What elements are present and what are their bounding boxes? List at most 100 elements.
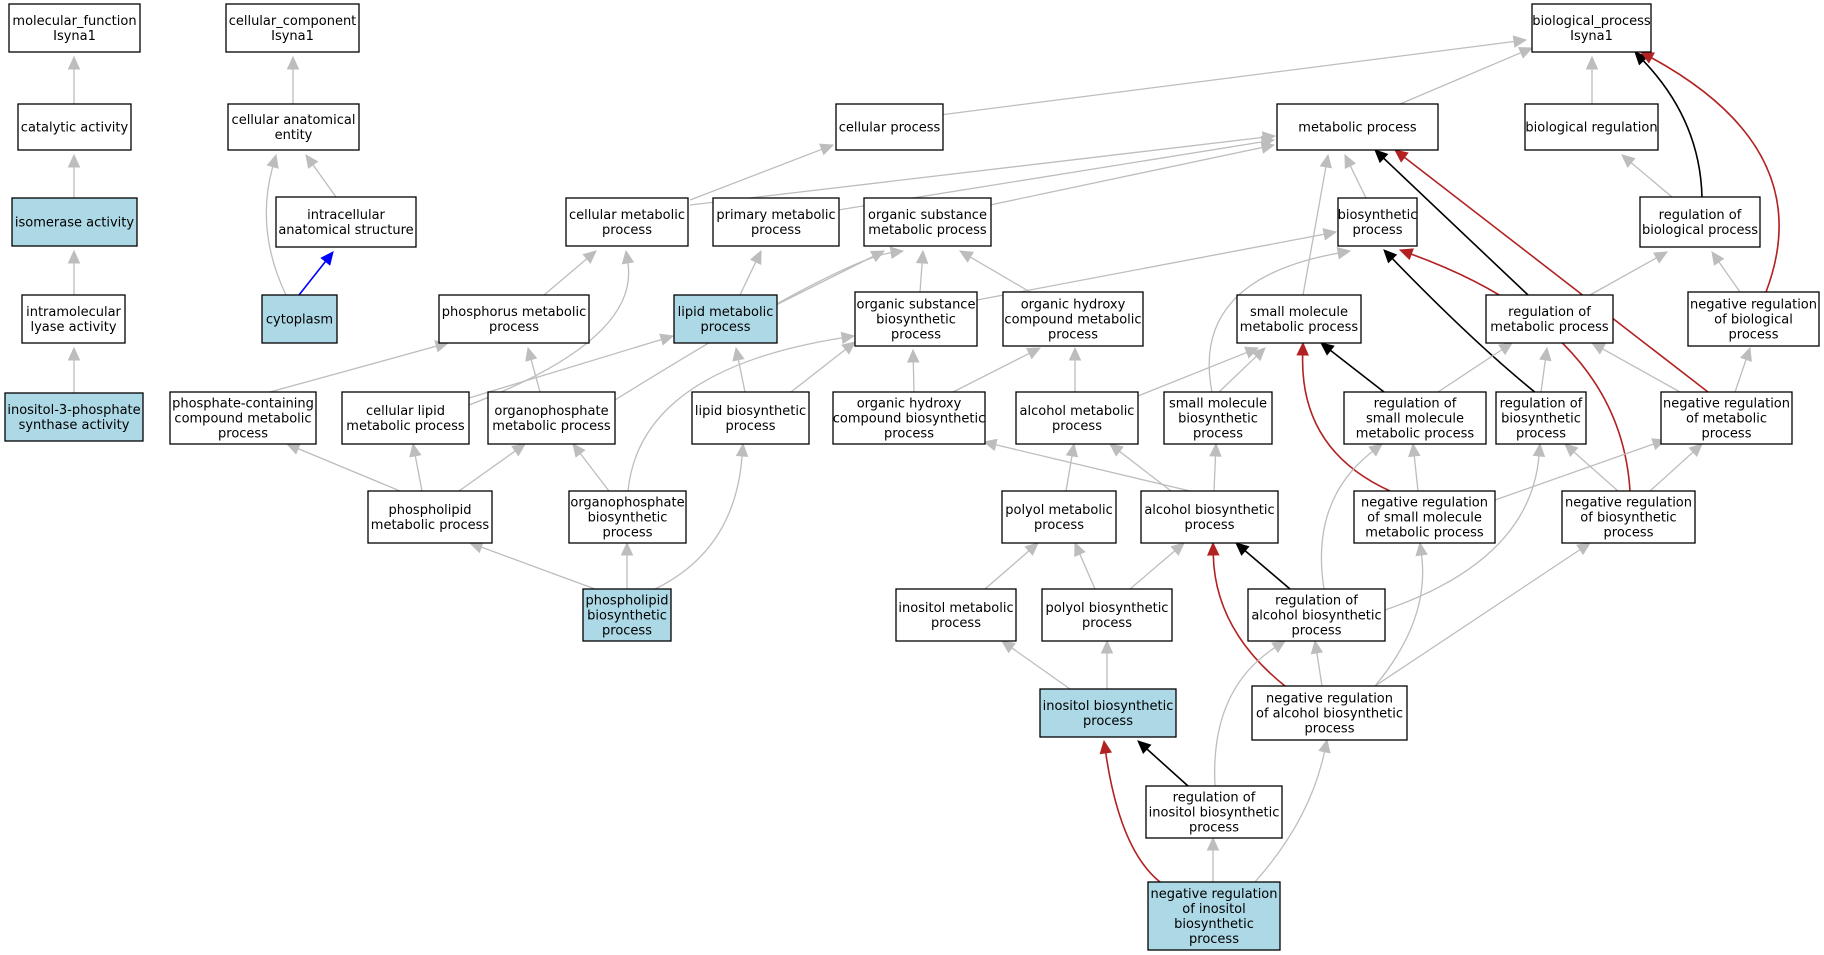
edge-is-a-orgphosmet-to-phosmet: [525, 346, 541, 393]
edge-arrowhead: [1260, 141, 1276, 154]
edge-line: [1129, 550, 1176, 590]
go-term-node-bioreg[interactable]: biological regulation: [1524, 103, 1659, 151]
edge-arrowhead: [1634, 51, 1649, 66]
node-label-line: process: [1083, 714, 1133, 729]
go-term-node-cat[interactable]: catalytic activity: [17, 103, 132, 151]
edge-is-a-bioreg-to-bp: [1585, 55, 1599, 104]
node-box: [863, 197, 992, 247]
edge-is-a-phospbio-to-phospmet: [468, 541, 596, 590]
edge-is-a-polmet-to-alcmet: [1065, 442, 1079, 492]
node-label-line: primary metabolic: [716, 208, 835, 223]
node-label-line: negative regulation: [1690, 298, 1817, 313]
node-label-line: compound metabolic: [1004, 313, 1141, 328]
edge-is-a-phospbio-to-lipbio: [654, 442, 749, 590]
edge-arrowhead: [1207, 541, 1220, 556]
edge-line: [939, 40, 1515, 116]
node-box: [341, 391, 470, 445]
edge-arrowhead: [1336, 247, 1352, 260]
go-term-node-cellproc[interactable]: cellular process: [835, 103, 944, 151]
edge-line: [627, 337, 843, 492]
edge-arrowhead: [841, 341, 856, 355]
edge-arrowhead: [1137, 740, 1152, 755]
node-label-line: negative regulation: [1150, 887, 1277, 902]
node-label-line: Isyna1: [53, 29, 96, 44]
edge-line: [1540, 359, 1547, 393]
node-label-line: cellular process: [839, 121, 941, 136]
node-label-line: negative regulation: [1266, 692, 1393, 707]
edge-is-a-cellmet-to-metab: [689, 131, 1277, 206]
go-term-node-metab[interactable]: metabolic process: [1276, 103, 1439, 151]
node-label-line: metabolic process: [346, 419, 465, 434]
node-label-line: process: [1193, 427, 1243, 442]
node-box: [1147, 881, 1281, 951]
edge-is-a-alcmet-to-smmet: [1137, 346, 1260, 397]
node-label-line: process: [1189, 932, 1239, 947]
node-label-line: synthase activity: [19, 418, 130, 433]
node-label-line: metabolic process: [1490, 320, 1609, 335]
edge-line: [654, 455, 743, 590]
node-label-line: phosphorus metabolic: [442, 305, 586, 320]
edge-line: [912, 361, 915, 393]
edge-is-a-biosyn-to-metab: [1344, 153, 1367, 199]
node-label-line: regulation of: [1508, 305, 1591, 320]
edge-arrowhead: [1170, 542, 1185, 556]
edge-negatively-regulates-negregino-to-inobio: [1099, 739, 1161, 883]
edge-arrowhead: [1394, 149, 1409, 163]
edge-arrowhead: [1518, 47, 1534, 59]
edge-arrowhead: [1319, 153, 1332, 169]
node-box: [691, 391, 810, 445]
node-label-line: process: [931, 616, 981, 631]
edge-is-a-phospmet-to-orgphosmet: [458, 443, 526, 492]
edge-arrowhead: [1711, 251, 1725, 266]
node-box: [835, 103, 944, 151]
go-term-node-cyto[interactable]: cytoplasm: [261, 294, 338, 344]
go-term-node-iso[interactable]: isomerase activity: [11, 197, 138, 247]
edge-is-a-polbio-to-polmet: [1074, 541, 1096, 590]
node-box: [1485, 294, 1614, 344]
node-label-line: Isyna1: [1570, 29, 1613, 44]
